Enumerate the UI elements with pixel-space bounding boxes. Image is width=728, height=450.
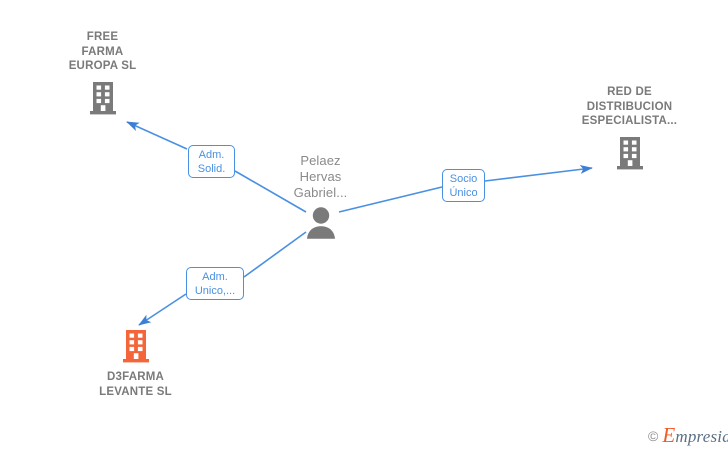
edge-label-adm-unico[interactable]: Adm. Unico,... bbox=[186, 267, 244, 300]
node-label-red-de-distribucion: RED DE DISTRIBUCION ESPECIALISTA... bbox=[581, 86, 678, 127]
building-icon bbox=[45, 74, 160, 116]
edge-line-adm-solid-inner bbox=[234, 170, 307, 213]
edge-line-socio-unico-outer bbox=[484, 164, 593, 182]
edge-line-adm-unico-outer bbox=[138, 293, 187, 326]
node-red-de-distribucion[interactable]: RED DE DISTRIBUCION ESPECIALISTA... bbox=[563, 85, 696, 171]
node-pelaez-hervas-gabriel[interactable]: Pelaez Hervas Gabriel... bbox=[265, 153, 376, 241]
node-free-farma-europa[interactable]: FREE FARMA EUROPA SL bbox=[45, 30, 160, 116]
watermark-brand-rest: mpresia bbox=[675, 427, 728, 446]
edge-line-adm-unico-inner bbox=[243, 231, 307, 278]
node-d3farma-levante[interactable]: D3FARMA LEVANTE SL bbox=[53, 328, 218, 399]
edge-line-adm-solid-outer bbox=[126, 121, 188, 150]
watermark-empresia: © Empresia bbox=[648, 425, 728, 446]
edge-line-socio-unico-inner bbox=[338, 186, 443, 213]
node-label-d3farma-levante: D3FARMA LEVANTE SL bbox=[99, 371, 172, 398]
copyright-icon: © bbox=[648, 428, 659, 444]
edge-label-adm-solid[interactable]: Adm. Solid. bbox=[188, 145, 235, 178]
node-label-free-farma-europa: FREE FARMA EUROPA SL bbox=[68, 31, 137, 72]
building-icon bbox=[563, 129, 696, 171]
person-icon bbox=[265, 201, 376, 241]
watermark-brand-initial: E bbox=[662, 423, 676, 447]
building-icon bbox=[53, 328, 218, 364]
edge-label-socio-unico[interactable]: Socio Único bbox=[442, 169, 485, 202]
watermark-brand: Empresia bbox=[662, 425, 728, 446]
node-label-pelaez-hervas-gabriel: Pelaez Hervas Gabriel... bbox=[293, 153, 348, 200]
